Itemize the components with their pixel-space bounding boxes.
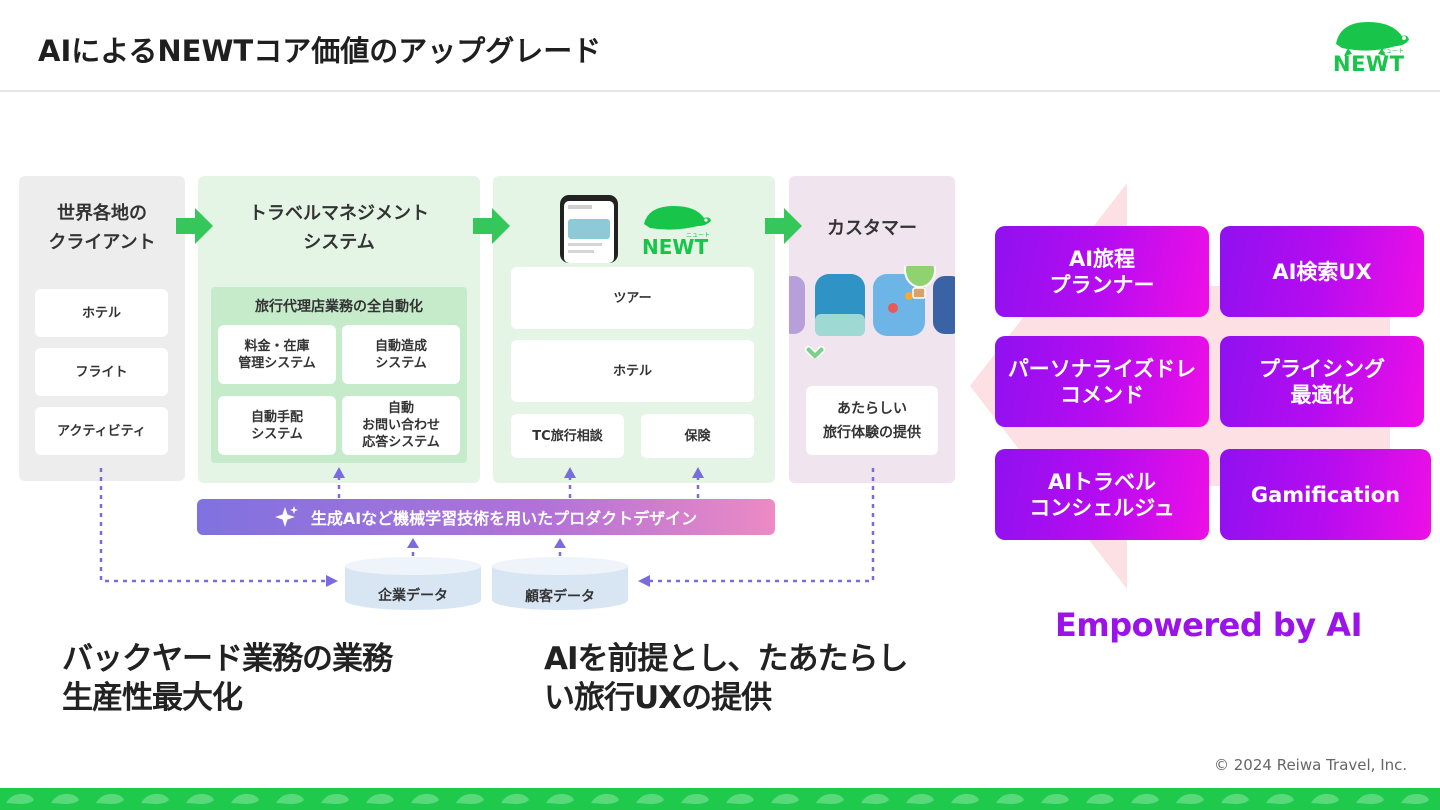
summary-ux-line1: AIを前提とし、たあたらし bbox=[544, 641, 909, 677]
ai-feature-search-ux: AI検索UX bbox=[1220, 226, 1424, 317]
logo-text: NEWT bbox=[1333, 52, 1405, 76]
flow-arrow-icon bbox=[176, 208, 213, 244]
customer-card-line2: 旅行体験の提供 bbox=[823, 424, 921, 441]
summary-ux-line2: い旅行UXの提供 bbox=[544, 680, 772, 716]
ai-feature-personalized-recommend: パーソナライズドレ コメンド bbox=[995, 336, 1209, 427]
logo-subtext: ニュート bbox=[1380, 48, 1405, 55]
ai-feature-line: プランナー bbox=[1049, 272, 1155, 297]
newt-turtle-logo-icon bbox=[1336, 22, 1409, 56]
page-title: AIによるNEWTコア価値のアップグレード bbox=[38, 34, 602, 68]
tms-item-line: システム bbox=[251, 426, 303, 442]
data-flow-connectors bbox=[99, 467, 875, 587]
ai-feature-line: コメンド bbox=[1060, 382, 1144, 407]
client-item-hotel: ホテル bbox=[35, 289, 168, 337]
tms-item-line: 管理システム bbox=[238, 355, 316, 371]
clients-title: 世界各地の クライアント bbox=[19, 199, 185, 257]
client-item-activity: アクティビティ bbox=[35, 407, 168, 455]
tms-item-line: 料金・在庫 bbox=[244, 338, 310, 354]
tms-item-line: お問い合わせ bbox=[361, 418, 440, 433]
tms-item-auto-arrange: 自動手配 システム bbox=[218, 396, 336, 455]
ai-feature-itinerary-planner: AI旅程 プランナー bbox=[995, 226, 1209, 317]
tms-item-line: 自動造成 bbox=[374, 338, 427, 354]
database-label-customer: 顧客データ bbox=[525, 589, 595, 605]
sparkle-icon bbox=[274, 506, 298, 527]
header-divider bbox=[0, 90, 1440, 92]
newt-item-tour: ツアー bbox=[511, 267, 754, 329]
empowered-by-ai-caption: Empowered by AI bbox=[1055, 606, 1362, 644]
ai-feature-line: 最適化 bbox=[1290, 382, 1354, 407]
summary-backyard-line2: 生産性最大化 bbox=[62, 680, 243, 716]
newt-item-hotel: ホテル bbox=[511, 340, 754, 402]
summary-ux: AIを前提とし、たあたらし い旅行UXの提供 bbox=[544, 640, 909, 718]
ai-feature-pricing-optimization: プライシング 最適化 bbox=[1220, 336, 1424, 427]
ai-bar-label: 生成AIなど機械学習技術を用いたプロダクトデザイン bbox=[310, 509, 698, 528]
database-cylinder-icon bbox=[492, 557, 628, 610]
database-cylinder-icon bbox=[345, 557, 481, 610]
newt-item-consult: TC旅行相談 bbox=[511, 414, 624, 458]
tms-item-line: 自動 bbox=[387, 401, 414, 416]
ai-feature-line: AI旅程 bbox=[1068, 246, 1136, 271]
customer-card-line1: あたらしい bbox=[837, 400, 907, 417]
ai-feature-line: パーソナライズドレ bbox=[1007, 356, 1197, 381]
ai-feature-line: コンシェルジュ bbox=[1029, 495, 1175, 520]
summary-backyard-line1: バックヤード業務の業務 bbox=[62, 641, 393, 677]
newt-logo-text: NEWT bbox=[642, 235, 709, 259]
ai-product-design-bar: 生成AIなど機械学習技術を用いたプロダクトデザイン bbox=[197, 499, 775, 535]
newt-logo-subtext: ニュート bbox=[686, 232, 711, 239]
smartphone-icon bbox=[560, 195, 618, 263]
tms-item-line: 応答システム bbox=[362, 435, 440, 450]
tms-item-pricing: 料金・在庫 管理システム bbox=[218, 325, 336, 384]
summary-backyard: バックヤード業務の業務 生産性最大化 bbox=[62, 640, 393, 718]
footer-brand-bar bbox=[0, 788, 1440, 810]
ai-feature-travel-concierge: AIトラベル コンシェルジュ bbox=[995, 449, 1209, 540]
ai-feature-line: プライシング bbox=[1259, 356, 1385, 381]
tms-title-line1: トラベルマネジメント bbox=[249, 203, 429, 224]
ai-feature-line: AIトラベル bbox=[1047, 469, 1157, 494]
tms-title-line2: システム bbox=[303, 232, 375, 253]
database-label-company: 企業データ bbox=[378, 588, 448, 604]
clients-title-line1: 世界各地の bbox=[57, 203, 147, 224]
tms-item-line: システム bbox=[375, 355, 427, 371]
automation-box-title: 旅行代理店業務の全自動化 bbox=[255, 299, 423, 315]
turtle-pattern-decoration bbox=[0, 788, 1440, 810]
travel-photos-image bbox=[789, 266, 955, 358]
flow-arrow-icon bbox=[473, 208, 510, 244]
tms-item-line: 自動手配 bbox=[250, 409, 303, 425]
tms-item-auto-build: 自動造成 システム bbox=[342, 325, 460, 384]
clients-title-line2: クライアント bbox=[48, 232, 156, 253]
client-item-flight: フライト bbox=[35, 348, 168, 396]
flow-arrow-icon bbox=[765, 208, 802, 244]
newt-item-insurance: 保険 bbox=[641, 414, 754, 458]
ai-feature-gamification: Gamification bbox=[1220, 449, 1431, 540]
tms-item-auto-inquiry: 自動 お問い合わせ 応答システム bbox=[342, 396, 460, 455]
newt-turtle-icon bbox=[644, 206, 711, 230]
copyright-text: © 2024 Reiwa Travel, Inc. bbox=[1214, 756, 1408, 774]
tms-title: トラベルマネジメント システム bbox=[198, 199, 480, 257]
customer-experience-card: あたらしい 旅行体験の提供 bbox=[806, 386, 938, 455]
customer-title: カスタマー bbox=[827, 218, 917, 239]
